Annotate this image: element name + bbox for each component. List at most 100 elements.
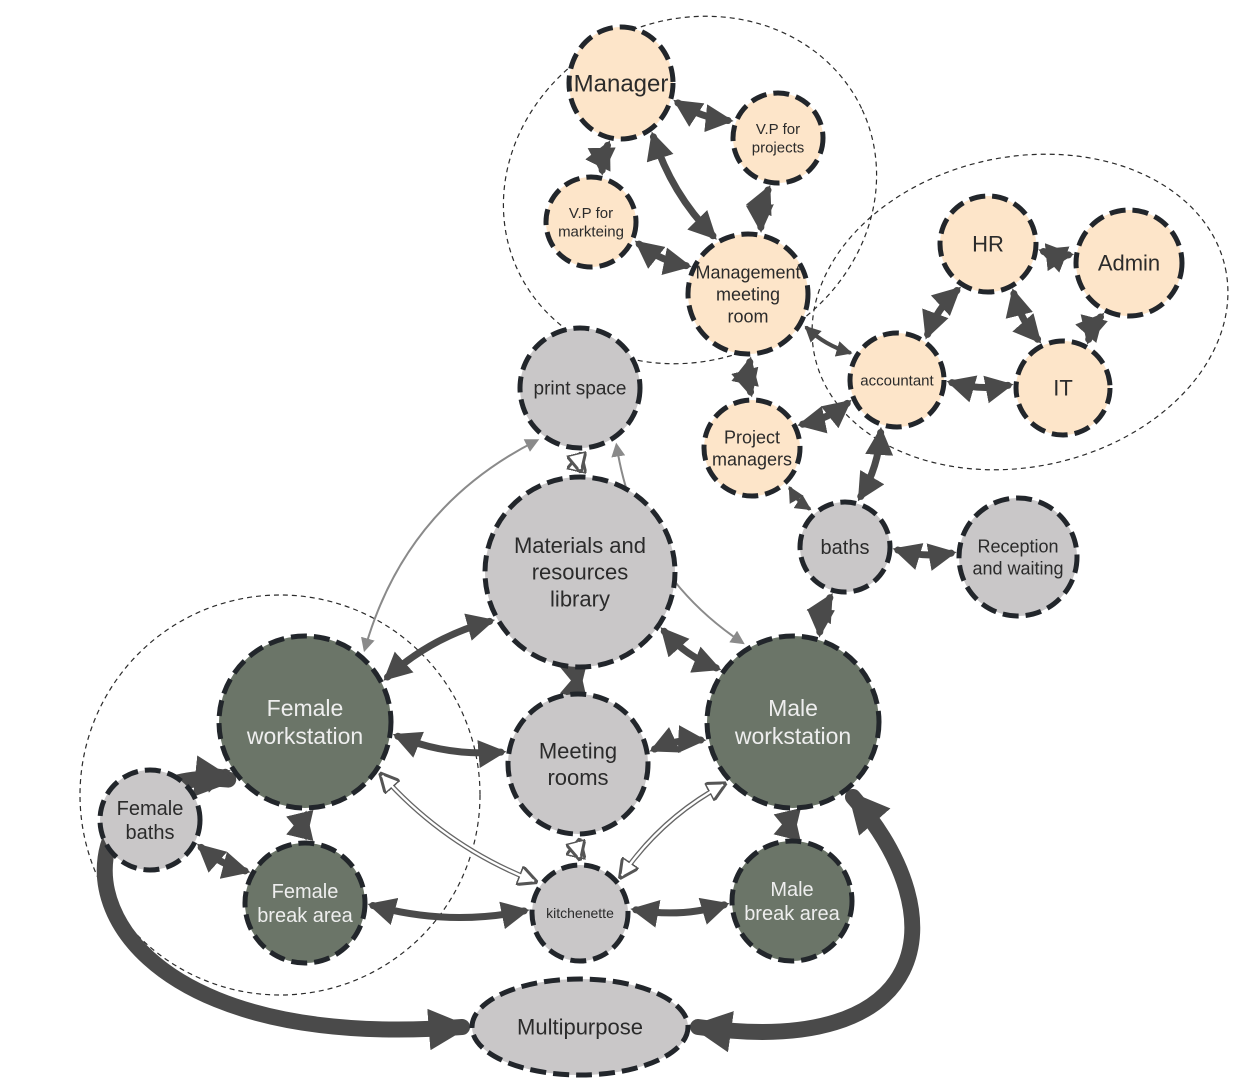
node-female-break-area-shape xyxy=(242,840,368,966)
administration-zone xyxy=(811,153,1229,471)
node-female-baths-label: baths xyxy=(126,822,175,844)
node-meeting-rooms-shape xyxy=(505,691,651,837)
node-it-label: IT xyxy=(1053,376,1073,401)
node-admin-label: Admin xyxy=(1098,251,1160,276)
node-project-managers-label: Project xyxy=(724,427,780,447)
node-meeting-rooms-label: rooms xyxy=(547,765,608,790)
connection-project-managers-to-accountant xyxy=(797,399,852,434)
connection-kitchenette-to-male-break-area xyxy=(630,897,730,928)
node-reception-label: Reception xyxy=(977,536,1058,556)
node-female-workstation-label: workstation xyxy=(246,723,363,749)
connection-hr-to-it xyxy=(1005,288,1042,344)
node-baths: baths xyxy=(797,499,893,595)
node-female-workstation-shape xyxy=(216,633,394,811)
node-project-managers-label: managers xyxy=(712,449,792,469)
node-female-baths-shape xyxy=(97,767,203,873)
node-it: IT xyxy=(1013,338,1113,438)
node-male-break-area-label: break area xyxy=(744,903,840,925)
node-print-space-shape xyxy=(517,325,643,451)
node-reception-shape xyxy=(956,495,1080,619)
node-project-managers-shape xyxy=(701,397,803,499)
node-admin: Admin xyxy=(1073,207,1185,319)
connection-hr-to-admin xyxy=(1038,243,1075,273)
connection-baths-to-reception xyxy=(892,543,957,571)
node-admin-shape xyxy=(1073,207,1185,319)
connection-management-meeting-room-to-project-managers xyxy=(731,356,759,398)
node-baths-label: baths xyxy=(821,537,870,559)
node-female-baths-label: Female xyxy=(117,798,184,820)
connection-accountant-to-it xyxy=(946,375,1014,404)
node-management-meeting-room-shape xyxy=(685,231,811,357)
connection-project-managers-to-baths xyxy=(788,486,812,511)
connection-core xyxy=(577,841,581,858)
node-vp-projects-shape xyxy=(730,90,826,186)
connection-core xyxy=(578,455,582,470)
connection-baths-to-male-workstation xyxy=(806,592,835,638)
connection-vp-projects-to-management-meeting-room xyxy=(745,184,774,233)
node-female-workstation-label: Female xyxy=(267,695,344,721)
connection-male-workstation-to-male-break-area xyxy=(773,808,801,842)
connection-vp-marketing-to-management-meeting-room xyxy=(634,240,692,276)
node-multipurpose-label: Multipurpose xyxy=(517,1015,643,1040)
node-accountant-label: accountant xyxy=(860,372,934,389)
node-male-workstation-label: Male xyxy=(768,695,818,721)
node-materials-library-label: Materials and xyxy=(514,533,646,558)
node-manager-shape xyxy=(566,24,676,142)
node-management-meeting-room-label: Management xyxy=(695,262,800,282)
node-vp-marketing-label: V.P for xyxy=(569,205,613,222)
node-materials-library-shape xyxy=(482,474,678,670)
node-print-space-label: print space xyxy=(534,379,627,400)
connection-hr-to-accountant xyxy=(922,286,961,340)
connection-female-workstation-to-meeting-rooms xyxy=(392,731,507,768)
node-hr-label: HR xyxy=(972,232,1004,257)
connection-manager-to-vp-projects xyxy=(673,99,734,133)
connection-print-space-to-female-workstation xyxy=(361,439,540,653)
node-kitchenette: kitchenette xyxy=(529,862,631,964)
connection-materials-library-to-male-workstation xyxy=(660,627,722,673)
node-accountant: accountant xyxy=(847,330,947,430)
node-multipurpose: Multipurpose xyxy=(469,976,691,1078)
node-male-break-area-label: Male xyxy=(770,879,813,901)
node-vp-projects-label: V.P for xyxy=(756,121,800,138)
node-print-space: print space xyxy=(517,325,643,451)
node-male-workstation-shape xyxy=(704,633,882,811)
node-kitchenette-label: kitchenette xyxy=(546,905,614,921)
node-it-shape xyxy=(1013,338,1113,438)
node-management-meeting-room-label: room xyxy=(727,306,768,326)
connection-admin-to-it xyxy=(1075,312,1108,345)
node-materials-library-label: library xyxy=(550,587,610,612)
connection-materials-library-to-female-workstation xyxy=(383,613,495,681)
node-reception-label: and waiting xyxy=(972,558,1063,578)
node-vp-marketing-shape xyxy=(543,174,639,270)
node-multipurpose-shape xyxy=(469,976,691,1078)
node-kitchenette-shape xyxy=(529,862,631,964)
connection-management-meeting-room-to-accountant xyxy=(804,325,853,357)
connection-male-workstation-to-multipurpose xyxy=(689,788,921,1053)
node-hr: HR xyxy=(937,193,1039,295)
node-vp-projects-label: projects xyxy=(752,139,805,156)
node-female-break-area-label: Female xyxy=(272,881,339,903)
connection-female-workstation-to-female-break-area xyxy=(286,809,314,842)
node-female-break-area-label: break area xyxy=(257,905,353,927)
node-male-break-area-shape xyxy=(729,838,855,964)
connection-materials-library-to-meeting-rooms xyxy=(559,661,588,701)
node-manager: Manager xyxy=(566,24,676,142)
node-manager-label: Manager xyxy=(574,70,669,97)
node-management-meeting-room-label: meeting xyxy=(716,284,780,304)
connection-baths-to-accountant xyxy=(857,426,894,502)
connection-manager-to-management-meeting-room xyxy=(646,131,717,240)
